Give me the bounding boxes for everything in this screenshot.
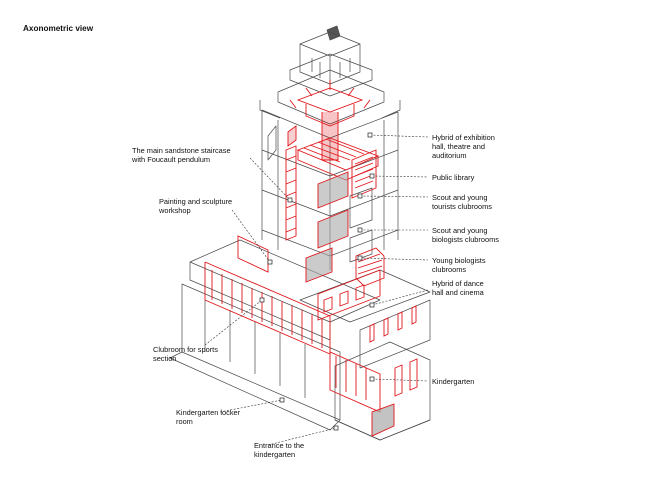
callout-markers xyxy=(259,132,375,431)
label-young-biologists: Young biologists clubrooms xyxy=(432,256,486,275)
highlight-group xyxy=(204,80,418,437)
label-scout-biologists: Scout and young biologists clubrooms xyxy=(432,226,499,245)
library xyxy=(351,149,377,199)
label-staircase: The main sandstone staircase with Foucau… xyxy=(132,146,231,165)
spiral xyxy=(355,247,385,287)
pendulum-ring xyxy=(296,87,364,113)
kindergarten-rooms xyxy=(329,351,381,413)
label-painting-workshop: Painting and sculpture workshop xyxy=(159,197,233,216)
label-sports-clubroom: Clubroom for sports section xyxy=(153,345,218,364)
label-exhibition-hall: Hybrid of exhibition hall, theatre and a… xyxy=(432,133,495,161)
staircase xyxy=(285,145,297,241)
label-dance-hall: Hybrid of dance hall and cinema xyxy=(432,279,484,298)
label-entrance: Entrance to the kindergarten xyxy=(254,441,305,460)
label-kindergarten: Kindergarten xyxy=(432,377,475,386)
label-locker-room: Kindergarten locker room xyxy=(176,408,241,427)
label-public-library: Public library xyxy=(432,173,475,182)
label-scout-tourists: Scout and young tourists clubrooms xyxy=(432,193,492,212)
roof-spire xyxy=(259,25,401,125)
stair-drum xyxy=(287,125,297,147)
diagram-title: Axonometric view xyxy=(23,24,94,33)
leader-lines xyxy=(204,134,429,446)
